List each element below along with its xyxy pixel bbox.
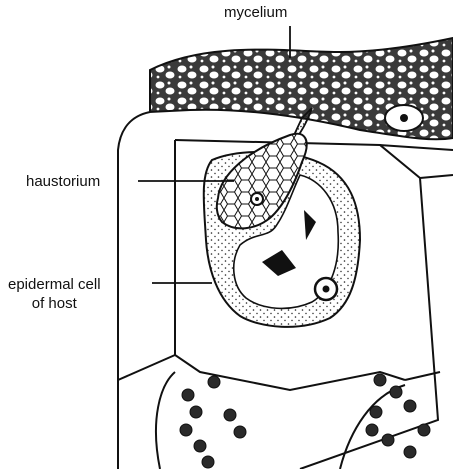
haustorium-label: haustorium <box>26 174 100 189</box>
host-nucleus <box>315 278 337 300</box>
epidermal-cell-label-line1: epidermal cell <box>8 275 101 294</box>
neighbouring-cells <box>156 372 430 469</box>
epidermal-cell-label-line2: of host <box>8 294 101 313</box>
epidermal-cell-label: epidermal cell of host <box>8 275 101 313</box>
mycelium-label: mycelium <box>224 5 287 20</box>
